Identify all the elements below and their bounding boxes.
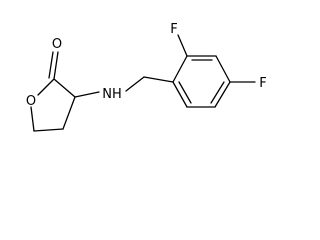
fluorine-ortho-label: F [170, 22, 177, 37]
bond-c5-ring-o [30, 106, 35, 132]
bond-ring-o-c2 [37, 78, 55, 96]
bond-ar-d-e [214, 81, 231, 108]
fluorine-para-label: F [259, 76, 266, 91]
bonds [30, 34, 256, 132]
ring-oxygen-label: O [26, 94, 36, 109]
bond-ar-inner-3 [178, 81, 192, 104]
chemical-structure: O O NH F F [26, 22, 267, 132]
bond-c4-c5 [33, 128, 64, 132]
carbonyl-oxygen-label: O [52, 37, 62, 52]
atom-labels: O O NH F F [26, 22, 267, 109]
bond-ar-a-b [172, 55, 188, 83]
bond-ch2-aryl [143, 76, 174, 83]
bond-ar-f-a [172, 81, 188, 108]
bond-ar-c-d [215, 55, 231, 83]
bond-ar-inner-2 [210, 81, 225, 104]
amine-label: NH [102, 87, 122, 102]
bond-c2-c3 [53, 78, 76, 98]
bond-carbonyl-1 [53, 51, 59, 80]
bond-c3-n [74, 91, 100, 98]
bond-ortho-fluorine [177, 34, 188, 57]
bond-carbonyl-2 [48, 51, 54, 79]
bond-n-ch2 [125, 76, 145, 92]
bond-c3-c4 [62, 96, 76, 130]
